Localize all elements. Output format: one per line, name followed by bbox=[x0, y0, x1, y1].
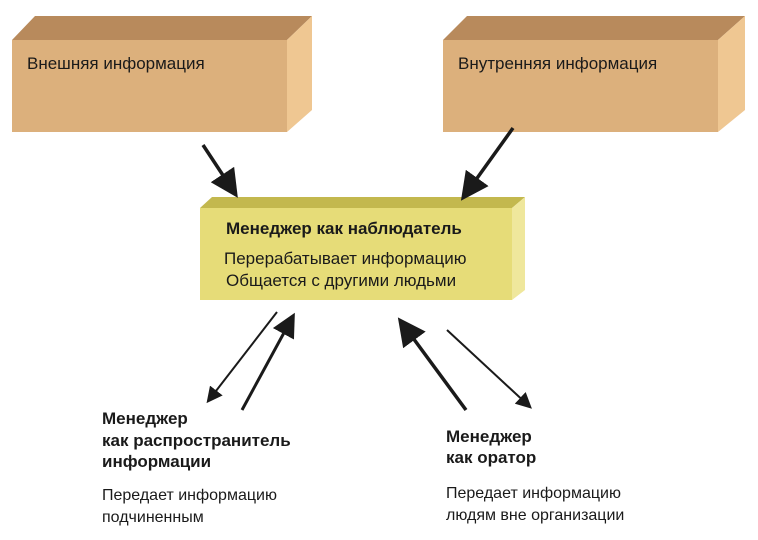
internal-info-box bbox=[443, 16, 745, 132]
speaker-title-2: как оратор bbox=[446, 448, 537, 467]
observer-title: Менеджер как наблюдатель bbox=[226, 219, 462, 238]
speaker-desc-1: Передает информацию bbox=[446, 485, 621, 502]
arrow-observer-to-speaker bbox=[446, 329, 532, 409]
distributor-desc-1: Передает информацию bbox=[102, 487, 277, 504]
speaker-desc-2: людям вне организации bbox=[446, 507, 625, 524]
observer-line-2: Общается с другими людьми bbox=[226, 271, 457, 290]
distributor-title-1: Менеджер bbox=[102, 409, 188, 428]
distributor-title-3: информации bbox=[102, 452, 212, 471]
observer-box bbox=[200, 197, 525, 300]
distributor-desc-2: подчиненным bbox=[102, 509, 204, 526]
arrow-observer-to-distributor bbox=[206, 311, 278, 404]
arrow-distributor-to-observer bbox=[240, 312, 295, 411]
arrow-speaker-to-observer bbox=[397, 317, 468, 412]
arrow-internal-to-observer bbox=[460, 126, 515, 201]
internal-info-label: Внутренняя информация bbox=[458, 54, 658, 73]
external-info-label: Внешняя информация bbox=[27, 54, 205, 73]
external-info-box bbox=[12, 16, 312, 132]
observer-line-1: Перерабатывает информацию bbox=[224, 249, 467, 268]
arrow-external-to-observer bbox=[201, 144, 238, 198]
distributor-title-2: как распространитель bbox=[102, 431, 291, 450]
speaker-title-1: Менеджер bbox=[446, 427, 532, 446]
